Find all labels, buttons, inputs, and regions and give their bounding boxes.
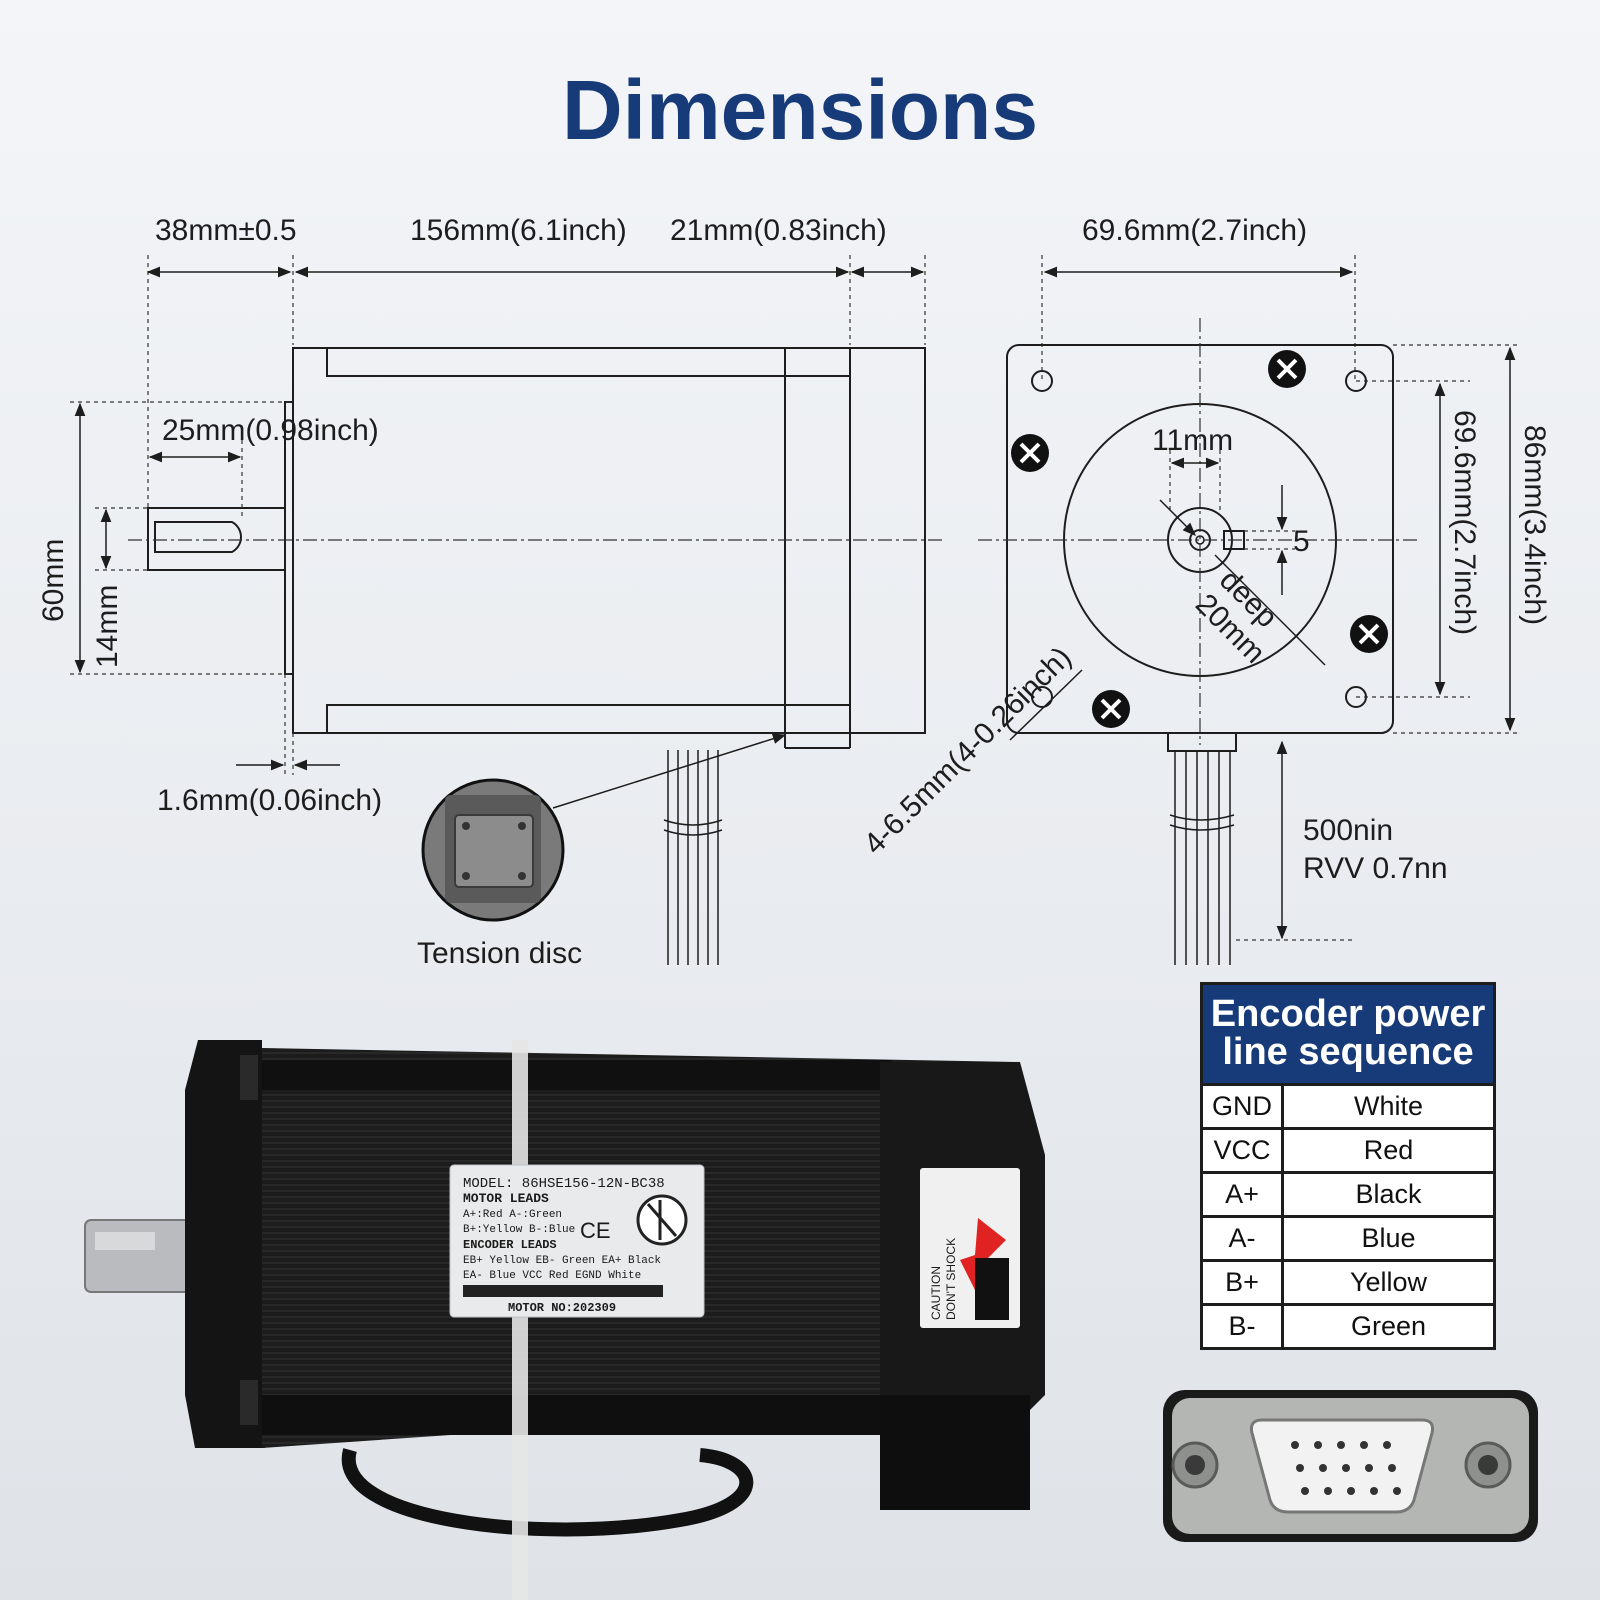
dim-height: 60mm <box>37 539 70 622</box>
wire-color-cell: White <box>1353 1091 1424 1121</box>
nameplate-leads-line1: A+:Red A-:Green <box>463 1209 562 1221</box>
screw-icon <box>1350 615 1388 653</box>
dim-shaft: 11mm <box>1152 424 1233 457</box>
signal-cell: GND <box>1203 1086 1284 1127</box>
dim-hole-spacing-vertical: 69.6mm(2.7inch) <box>1448 410 1481 635</box>
wire-color-cell: Red <box>1363 1135 1414 1165</box>
ce-mark: CE <box>580 1218 611 1243</box>
screw-icon <box>1011 434 1049 472</box>
motor-photo <box>84 1040 1045 1600</box>
dim-shaft-key: 25mm(0.98inch) <box>162 414 379 447</box>
tension-disc-label: Tension disc <box>417 937 582 970</box>
tension-disc-inset <box>421 778 565 922</box>
nameplate-encoder-line1: EB+ Yellow EB- Green EA+ Black <box>463 1255 661 1267</box>
dim-key: 5 <box>1293 525 1310 558</box>
table-row: B+ Yellow <box>1203 1259 1493 1303</box>
screw-icon <box>1268 350 1306 388</box>
side-view: 38mm±0.5 156mm(6.1inch) 21mm(0.83inch) 2… <box>37 214 945 970</box>
caution-text: CAUTION <box>929 1266 943 1320</box>
nameplate-leads-line2: B+:Yellow B-:Blue <box>463 1224 575 1236</box>
mount-hole <box>1031 686 1053 708</box>
dim-rear-length: 21mm(0.83inch) <box>670 214 887 247</box>
table-row: A- Blue <box>1203 1215 1493 1259</box>
side-wires <box>663 750 723 965</box>
table-row: VCC Red <box>1203 1127 1493 1171</box>
dim-holes: 4-6.5mm(4-0.26inch) <box>858 641 1078 861</box>
dim-flange-thickness: 1.6mm(0.06inch) <box>157 784 382 817</box>
dim-shaft-diameter: 14mm <box>91 585 124 668</box>
shaft-outline <box>147 507 286 571</box>
wire-color-cell: Black <box>1355 1179 1422 1209</box>
signal-cell: A+ <box>1203 1174 1284 1215</box>
cable-length: 500nin <box>1303 814 1393 847</box>
signal-cell: A- <box>1203 1218 1284 1259</box>
nameplate-motor-leads: MOTOR LEADS <box>463 1191 549 1206</box>
encoder-table-header: Encoder power line sequence <box>1203 985 1493 1083</box>
signal-cell: B+ <box>1203 1262 1284 1303</box>
encoder-table-title-line2: line sequence <box>1222 1031 1474 1073</box>
signal-cell: VCC <box>1203 1130 1284 1171</box>
table-row: GND White <box>1203 1083 1493 1127</box>
nameplate-encoder-leads: ENCODER LEADS <box>463 1238 557 1252</box>
dim-body-length: 156mm(6.1inch) <box>410 214 627 247</box>
wire-color-cell: Yellow <box>1349 1267 1428 1297</box>
wire-color-cell: Blue <box>1361 1223 1416 1253</box>
mount-hole <box>1031 370 1053 392</box>
table-row: B- Green <box>1203 1303 1493 1347</box>
db15-connector <box>1163 1390 1538 1542</box>
page-title: Dimensions <box>561 63 1039 157</box>
motor-nameplate: MODEL: 86HSE156-12N-BC38 MOTOR LEADS A+:… <box>463 1176 958 1320</box>
dim-hole-spacing-horizontal: 69.6mm(2.7inch) <box>1082 214 1307 247</box>
dim-outer: 86mm(3.4inch) <box>1518 425 1551 625</box>
nameplate-motor-no: MOTOR NO:202309 <box>508 1301 616 1315</box>
table-row: A+ Black <box>1203 1171 1493 1215</box>
encoder-table: Encoder power line sequence GND White VC… <box>1200 982 1496 1350</box>
nameplate-encoder-line2: EA- Blue VCC Red EGND White <box>463 1270 641 1282</box>
wire-color-cell: Green <box>1350 1311 1427 1341</box>
encoder-table-title-line1: Encoder power <box>1210 993 1486 1035</box>
caution-text-2: DON'T SHOCK <box>944 1238 958 1320</box>
dim-flange-gap: 38mm±0.5 <box>155 214 297 247</box>
cable-type: RVV 0.7nn <box>1303 852 1448 885</box>
screw-icon <box>1092 690 1130 728</box>
barcode <box>463 1285 663 1297</box>
front-view: 69.6mm(2.7inch) <box>858 214 1551 965</box>
nameplate-model: MODEL: 86HSE156-12N-BC38 <box>463 1176 665 1192</box>
signal-cell: B- <box>1203 1306 1284 1347</box>
